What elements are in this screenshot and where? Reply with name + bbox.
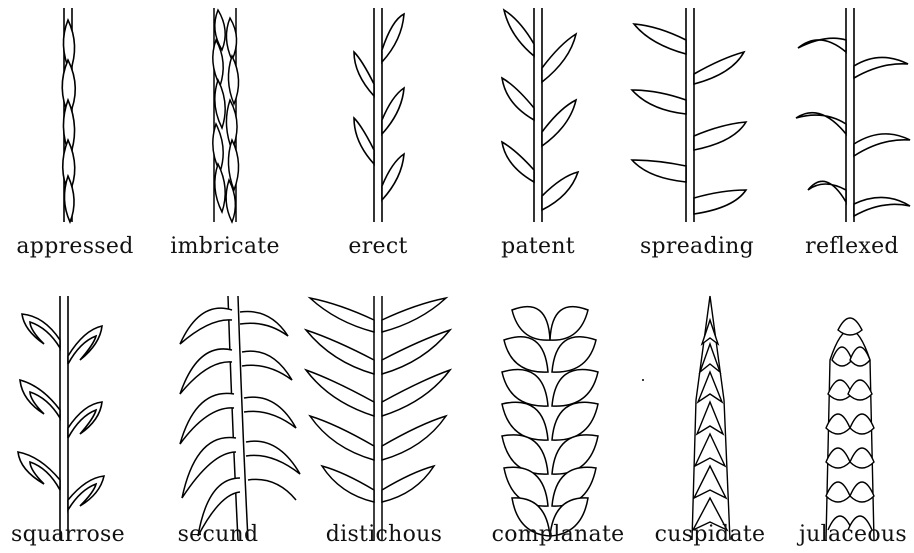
complanate-illustration — [502, 307, 598, 536]
patent-illustration — [502, 8, 578, 222]
imbricate-illustration — [213, 8, 239, 222]
label-distichous: distichous — [309, 524, 459, 546]
label-spreading: spreading — [622, 236, 772, 258]
label-complanate: complanate — [483, 524, 633, 546]
cuspidate-illustration — [642, 296, 730, 540]
spreading-illustration — [632, 8, 746, 222]
label-reflexed: reflexed — [777, 236, 914, 258]
reflexed-illustration — [796, 8, 910, 222]
label-cuspidate: cuspidate — [635, 524, 785, 546]
squarrose-illustration — [18, 296, 104, 540]
julaceous-illustration — [826, 318, 874, 540]
label-erect: erect — [303, 236, 453, 258]
label-squarrose: squarrose — [0, 524, 143, 546]
label-patent: patent — [463, 236, 613, 258]
secund-illustration — [180, 296, 300, 540]
label-julaceous: julaceous — [778, 524, 914, 546]
label-appressed: appressed — [0, 236, 150, 258]
label-secund: secund — [143, 524, 293, 546]
erect-illustration — [354, 8, 404, 222]
label-imbricate: imbricate — [150, 236, 300, 258]
appressed-illustration — [62, 8, 75, 222]
distichous-illustration — [306, 296, 450, 540]
